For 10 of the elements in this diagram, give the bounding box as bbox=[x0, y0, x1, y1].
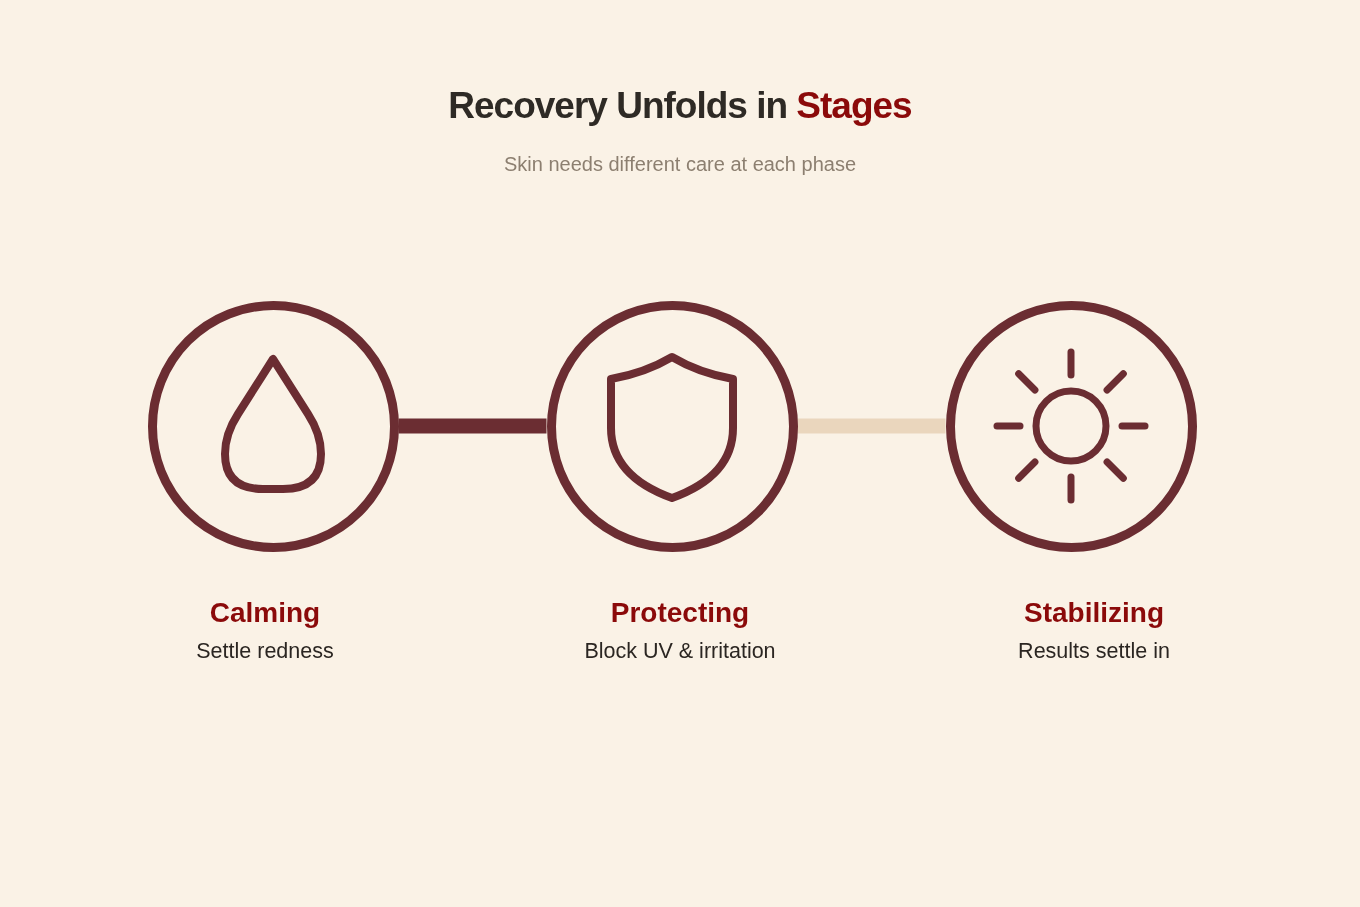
stage-description: Block UV & irritation bbox=[584, 638, 776, 664]
stage-title: Stabilizing bbox=[1024, 596, 1164, 630]
connector-line bbox=[797, 418, 946, 434]
subtitle: Skin needs different care at each phase bbox=[503, 152, 857, 176]
title: Recovery Unfolds in Stages bbox=[448, 84, 912, 128]
stage-title: Calming bbox=[209, 596, 321, 630]
connector-line bbox=[398, 418, 547, 434]
stage-title: Protecting bbox=[610, 596, 750, 630]
stage-description: Results settle in bbox=[1018, 638, 1170, 664]
stage-description: Settle redness bbox=[196, 638, 334, 664]
